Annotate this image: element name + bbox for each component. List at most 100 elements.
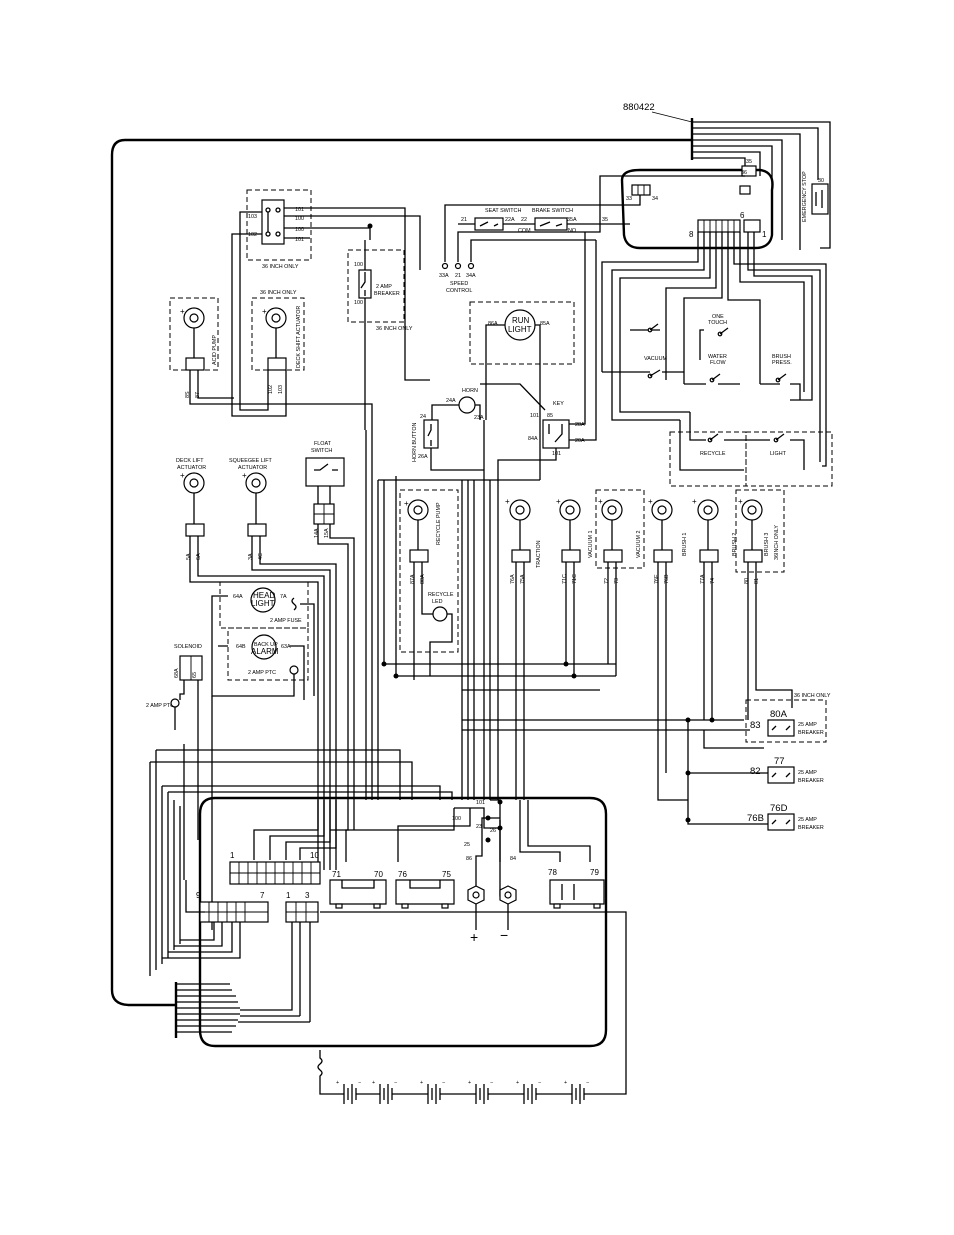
svg-text:+: + <box>556 497 561 506</box>
deck-lift-actuator <box>183 472 205 537</box>
wire-6a-label: 6A <box>196 553 202 560</box>
wire-35-label: 35 <box>602 217 608 223</box>
wire-34-label: 34 <box>652 196 658 202</box>
vacuum-1-label: VACUUM 1 <box>588 531 594 558</box>
wire-5a-label: 5A <box>186 553 192 560</box>
terminal-79-label: 79 <box>590 868 599 877</box>
wire-35b-label: 35 <box>746 159 752 165</box>
relay-dashed-box <box>246 189 312 261</box>
svg-text:+: + <box>598 497 603 506</box>
wire-35a-label: 35A <box>567 217 577 223</box>
recycle-switch <box>707 433 719 443</box>
outer-harness-loop <box>110 138 692 1007</box>
brush-3-note: 36INCH ONLY <box>774 525 780 560</box>
breaker-80a-type: BREAKER <box>798 730 824 736</box>
wire-63a-label: 63A <box>281 644 291 650</box>
wire-103-label: 103 <box>248 214 257 220</box>
seat-switch-label: SEAT SWITCH <box>485 208 521 214</box>
battery-compartment-outline <box>198 796 608 1048</box>
run-light-label-2: LIGHT <box>508 325 532 334</box>
recycle-switch-dashed-box <box>669 431 747 487</box>
brush-1-label: BRUSH 1 <box>682 533 688 556</box>
recycle-pump-label: RECYCLE PUMP <box>436 502 442 545</box>
emergency-stop-switch <box>811 183 829 215</box>
connector-pin-3-label: 3 <box>305 891 310 900</box>
traction-motor <box>509 499 531 736</box>
brush-1-motor <box>651 499 688 801</box>
wire-76d-label: 76D <box>770 803 788 814</box>
wire-80a-label: 80A <box>770 709 788 720</box>
wire-88a-label: 88A <box>420 574 426 584</box>
wire-76b-label: 76B <box>664 574 670 584</box>
wire-8s-label: 8S <box>185 391 191 398</box>
fuse-2amp-ptc-label: 2 AMP PTC <box>248 670 276 676</box>
wire-20a-label: 20A <box>575 438 585 444</box>
wire-76e-label: 76E <box>654 574 660 584</box>
wire-3a-label: 3A <box>248 553 254 560</box>
svg-text:−: − <box>442 1080 445 1086</box>
backup-alarm-label-2: ALARM <box>251 647 279 656</box>
wire-15a-label: 15A <box>324 528 330 538</box>
drawing-number: 880422 <box>623 102 655 113</box>
wire-23a-label: 23A <box>474 415 484 421</box>
wire-24-label: 24 <box>420 414 426 420</box>
relay-note: 36 INCH ONLY <box>262 264 299 270</box>
svg-text:−: − <box>586 1080 589 1086</box>
controller-connector-main <box>697 219 741 233</box>
harness-bottom-branches <box>176 983 240 1033</box>
wire-71b-label: 71C <box>572 574 578 584</box>
wire-26a-label: 26A <box>418 454 428 460</box>
run-light-label-1: RUN <box>512 316 530 325</box>
wire-83-label: 83 <box>750 720 761 731</box>
wire-102-label: 102 <box>248 232 257 238</box>
speed-control-label-2: CONTROL <box>446 288 472 294</box>
svg-text:−: − <box>394 1080 397 1086</box>
terminal-76-label: 76 <box>398 870 407 879</box>
breaker-77-type: BREAKER <box>798 778 824 784</box>
wire-25-label: 25 <box>464 842 470 848</box>
svg-text:+: + <box>564 1080 567 1086</box>
wire-28a-label: 28A <box>575 422 585 428</box>
svg-text:+: + <box>516 1080 519 1086</box>
svg-text:+: + <box>468 1080 471 1086</box>
breaker-80a-rating: 25 AMP <box>798 722 817 728</box>
light-switch-dashed-box <box>745 431 833 487</box>
wire-77-label: 77 <box>774 756 785 767</box>
wire-26-label: 26 <box>490 828 496 834</box>
wire-24a-label: 24A <box>446 398 456 404</box>
pin-8-label: 8 <box>689 230 694 239</box>
brush-2-label: BRUSH 2 <box>732 533 738 556</box>
speed-control-terminals <box>441 262 475 270</box>
recycle-led <box>432 606 448 622</box>
horn-button-label: HORN BUTTON <box>412 422 418 462</box>
wire-21-label: 21 <box>461 217 467 223</box>
brush-press-label-1: BRUSH <box>772 354 791 360</box>
water-flow-switch <box>709 373 721 383</box>
svg-text:+: + <box>372 1080 375 1086</box>
wire-76a-label: 76A <box>510 574 516 584</box>
traction-label: TRACTION <box>536 540 542 568</box>
wire-102b-label: 102 <box>268 385 274 394</box>
breaker-77 <box>767 766 795 784</box>
breaker-77-rating: 25 AMP <box>798 770 817 776</box>
svg-text:+: + <box>505 497 510 506</box>
svg-text:+: + <box>180 471 185 480</box>
wire-36-label: 36 <box>741 170 747 176</box>
breaker-2amp-label-2: BREAKER <box>374 291 400 297</box>
controller-outline <box>620 168 774 250</box>
wire-34a-label: 34A <box>466 273 476 279</box>
breaker-2amp-note: 36 INCH ONLY <box>376 326 413 332</box>
com-label: COM <box>518 228 531 234</box>
connector-pin-10-label: 10 <box>310 851 319 860</box>
brake-switch-label: BRAKE SWITCH <box>532 208 573 214</box>
recycle-led-label-1: RECYCLE <box>428 592 454 598</box>
wire-14a-label: 14A <box>314 528 320 538</box>
seat-switch <box>474 217 504 231</box>
brush-3-motor <box>741 499 793 720</box>
vacuum-label: VACUUM <box>644 356 667 362</box>
wire-84-label: 84 <box>510 856 516 862</box>
svg-text:+: + <box>404 499 409 508</box>
brush-3-label: BRUSH 3 <box>764 533 770 556</box>
wire-23-label: 23 <box>476 824 482 830</box>
vacuum-1-motor <box>559 499 581 676</box>
